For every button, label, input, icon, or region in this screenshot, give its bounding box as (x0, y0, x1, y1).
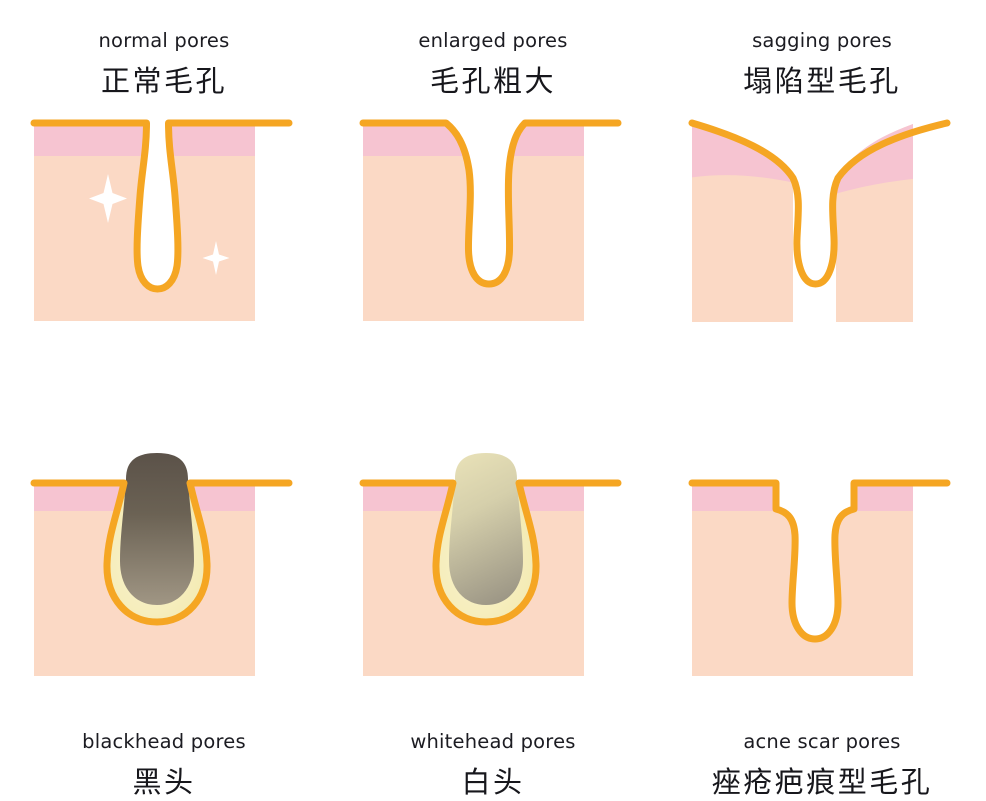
blackhead-pore-illustration (30, 453, 293, 676)
panel-label-en: acne scar pores (743, 730, 901, 753)
pore-cavity (793, 178, 838, 284)
pore-outline (688, 119, 951, 288)
panel-sagging-pores: sagging pores 塌陷型毛孔 (658, 0, 986, 349)
sebum-pool (106, 489, 208, 622)
sebum-pool (435, 489, 537, 622)
acne-scar-pore-illustration (688, 479, 951, 676)
enlarged-pore-illustration (359, 119, 622, 321)
pore-cavity (776, 481, 854, 639)
blackhead-plug (120, 453, 194, 605)
panel-acne-scar-pores: acne scar pores 痤疮疤痕型毛孔 (658, 349, 986, 799)
pore-outline (30, 479, 293, 626)
panel-blackhead-pores: blackhead pores 黑头 (0, 349, 328, 799)
whitehead-plug (449, 453, 523, 605)
pore-cavity (446, 122, 525, 284)
panel-normal-pores: normal pores 正常毛孔 (0, 0, 328, 349)
panel-label-cn: 痤疮疤痕型毛孔 (711, 765, 933, 799)
sagging-pore-illustration (688, 119, 951, 322)
panel-label-en: enlarged pores (418, 29, 568, 52)
panel-label-cn: 毛孔粗大 (429, 64, 556, 98)
pore-outline (688, 479, 951, 643)
panel-label-cn: 塌陷型毛孔 (743, 64, 901, 98)
pore-cavity (137, 122, 178, 289)
sparkle-icon (202, 241, 230, 275)
pore-outline (30, 119, 293, 293)
pore-outline (359, 479, 622, 626)
panel-label-cn: 正常毛孔 (100, 64, 227, 98)
panel-label-en: whitehead pores (410, 730, 576, 753)
sparkle-icon (89, 174, 127, 223)
whitehead-pore-illustration (359, 453, 622, 676)
panel-enlarged-pores: enlarged pores 毛孔粗大 (329, 0, 657, 349)
pore-outline (359, 119, 622, 288)
panel-whitehead-pores: whitehead pores 白头 (329, 349, 657, 799)
panel-label-en: normal pores (98, 29, 230, 52)
panel-label-cn: 黑头 (132, 765, 196, 799)
normal-pore-illustration (30, 119, 293, 321)
panel-label-cn: 白头 (461, 765, 525, 799)
panel-label-en: blackhead pores (82, 730, 246, 753)
panel-label-en: sagging pores (752, 29, 892, 52)
